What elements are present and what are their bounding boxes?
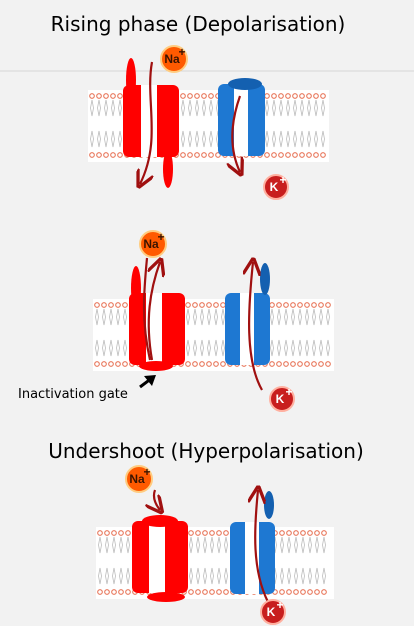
potassium-gate-undershoot xyxy=(264,491,274,519)
sodium-ion-icon: Na + xyxy=(139,230,167,258)
potassium-ion-icon: K + xyxy=(260,598,286,625)
black-arrow-icon xyxy=(139,375,156,389)
sodium-ion-icon: Na + xyxy=(125,465,153,493)
potassium-ion-icon: K + xyxy=(269,385,295,412)
heading-rising-phase: Rising phase (Depolarisation) xyxy=(51,12,346,36)
svg-text:+: + xyxy=(157,230,164,244)
potassium-channel-undershoot xyxy=(230,491,275,594)
sodium-channel-falling xyxy=(129,266,185,371)
sodium-influx-arrow-rising xyxy=(140,61,152,184)
svg-text:Na: Na xyxy=(143,237,159,251)
closed-gate-undershoot xyxy=(142,515,178,527)
svg-text:K: K xyxy=(270,180,279,194)
potassium-arrow-rising xyxy=(232,95,240,172)
svg-text:K: K xyxy=(276,392,285,406)
sodium-ion-icon: Na + xyxy=(160,45,188,73)
potassium-channel-falling xyxy=(225,263,270,365)
inactivation-gate-label: Inactivation gate xyxy=(18,387,128,402)
potassium-efflux-arrow-falling xyxy=(249,262,263,391)
inactivation-gate-undershoot xyxy=(147,592,185,602)
sodium-channel-undershoot xyxy=(132,515,188,602)
svg-text:+: + xyxy=(285,385,292,399)
sodium-blocked-arrow-undershoot xyxy=(154,489,160,510)
svg-text:+: + xyxy=(276,598,283,612)
membrane-undershoot xyxy=(96,527,334,599)
activation-gate-falling xyxy=(131,266,141,310)
potassium-gate-falling xyxy=(260,263,270,295)
potassium-ion-icon: K + xyxy=(263,173,289,200)
sodium-arrow-falling xyxy=(149,262,160,361)
svg-text:Na: Na xyxy=(129,472,145,486)
svg-text:Na: Na xyxy=(164,52,180,66)
sodium-return-line-falling xyxy=(142,257,152,361)
svg-text:+: + xyxy=(279,173,286,187)
potassium-gate-rising xyxy=(228,78,262,90)
activation-gate-rising xyxy=(126,58,136,102)
potassium-efflux-arrow-undershoot xyxy=(255,490,269,603)
svg-text:+: + xyxy=(143,465,150,479)
svg-text:+: + xyxy=(178,45,185,59)
inactivation-gate-rising xyxy=(163,150,173,188)
inactivation-gate-falling xyxy=(139,361,173,371)
potassium-channel-rising xyxy=(218,78,265,156)
heading-undershoot: Undershoot (Hyperpolarisation) xyxy=(48,439,364,463)
svg-text:K: K xyxy=(267,605,276,619)
